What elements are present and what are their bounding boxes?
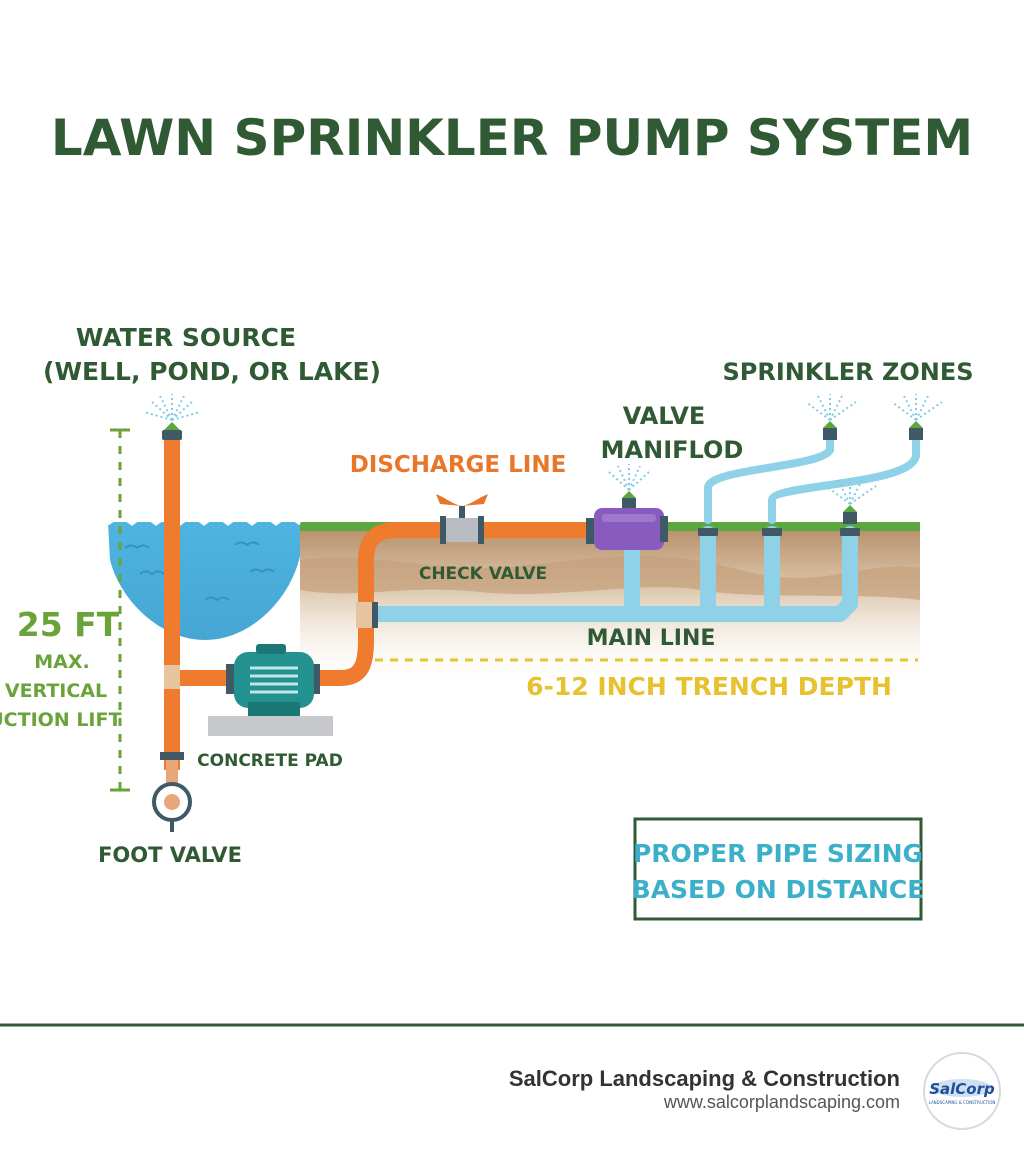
trench-depth-label: 6-12 INCH TRENCH DEPTH [526, 672, 892, 701]
suction-lift-line3: SUCTION LIFT [0, 709, 121, 731]
main-line-label: MAIN LINE [587, 626, 716, 651]
discharge-line-label: DISCHARGE LINE [350, 452, 567, 478]
callout-line2: BASED ON DISTANCE [632, 875, 925, 904]
discharge-pipes [180, 522, 590, 686]
suction-lift-line1: MAX. [34, 651, 89, 673]
concrete-pad-label: CONCRETE PAD [197, 751, 343, 771]
check-valve [436, 494, 488, 544]
main-line-pipes [367, 526, 858, 622]
valve-manifold [586, 464, 668, 550]
zone-tube-2 [768, 436, 920, 524]
suction-pipe-vertical [164, 440, 180, 770]
valve-manifold-label: VALVE [623, 402, 705, 430]
water-source-label: WATER SOURCE [76, 323, 296, 352]
svg-text:LANDSCAPING & CONSTRUCTION: LANDSCAPING & CONSTRUCTION [929, 1100, 996, 1105]
riser-coupling [356, 602, 376, 628]
zone-tube-1 [704, 436, 834, 524]
foot-valve-label: FOOT VALVE [98, 843, 242, 867]
zone-sprinkler-3 [825, 478, 877, 524]
water-ripples [124, 541, 275, 602]
company-logo: SalCorp LANDSCAPING & CONSTRUCTION [923, 1052, 1001, 1130]
svg-text:SalCorp: SalCorp [929, 1080, 995, 1098]
pond-water [108, 522, 300, 640]
pond [107, 517, 301, 640]
suction-tee [164, 665, 180, 689]
zone-tubes [704, 436, 920, 524]
footer-company-name: SalCorp Landscaping & Construction [509, 1066, 900, 1091]
riser-couplings [698, 528, 860, 536]
zone-sprinkler-2 [891, 394, 943, 440]
water-source-sublabel: (WELL, POND, OR LAKE) [43, 357, 381, 386]
sprinkler-zones-label: SPRINKLER ZONES [722, 358, 973, 386]
pump [226, 644, 320, 716]
page-title: LAWN SPRINKLER PUMP SYSTEM [51, 109, 973, 167]
suction-lift-dimension [110, 428, 130, 792]
suction-coupling [160, 752, 184, 760]
pipe-sizing-callout: PROPER PIPE SIZING BASED ON DISTANCE [632, 817, 925, 921]
callout-line1: PROPER PIPE SIZING [633, 839, 923, 868]
valve-manifold-sublabel: MANIFLOD [601, 436, 744, 464]
source-sprinkler [143, 394, 201, 440]
wave-crest [107, 517, 301, 526]
foot-valve [152, 782, 192, 832]
check-valve-label: CHECK VALVE [419, 564, 547, 584]
zone-sprinkler-1 [805, 394, 857, 440]
suction-lift-value: 25 FT [17, 605, 120, 644]
footer-url[interactable]: www.salcorplandscaping.com [663, 1092, 900, 1112]
concrete-pad [208, 716, 333, 736]
discharge-line-pipe [318, 522, 590, 686]
riser-coupling-band [372, 602, 378, 628]
suction-lift-line2: VERTICAL [5, 680, 107, 702]
main-line-pipe [367, 526, 858, 622]
